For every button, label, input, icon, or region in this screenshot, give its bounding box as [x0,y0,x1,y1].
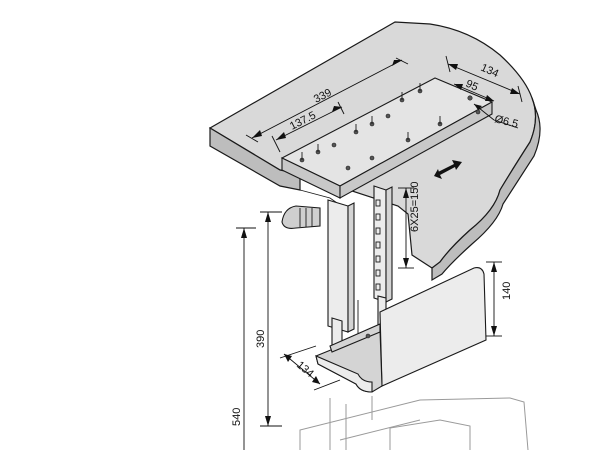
dim-hole-diameter: Ø6.5 [473,103,519,131]
dim-max-height-label: 540 [231,408,243,426]
dim-max-height: 540 [231,227,256,450]
adjustment-knob-icon [281,205,321,229]
dim-hole-diameter-label: Ø6.5 [493,113,519,130]
dim-min-height: 390 [255,211,282,427]
dim-hole-spacing: 95 [453,78,495,102]
hidden-outline [299,396,529,450]
plate-bolts [299,83,481,171]
dim-holder-height-label: 140 [501,282,513,300]
dim-height-steps-label: 6X25=150 [409,182,421,232]
slide-arrow-icon [434,160,462,179]
holder-back-wall [329,323,381,353]
dim-holder-height: 140 [486,261,513,337]
dim-holder-width-label: 134 [294,359,316,380]
mounting-plate-side [339,101,493,199]
holder-side-panel [379,267,487,387]
dim-height-steps: 6X25=150 [398,182,421,269]
dim-hole-spacing-label: 95 [464,78,480,94]
holder-front-lip [315,355,373,393]
dim-desk-width: 134 [445,55,523,103]
dim-min-height-label: 390 [255,330,267,348]
desk-right-edge [431,97,541,282]
